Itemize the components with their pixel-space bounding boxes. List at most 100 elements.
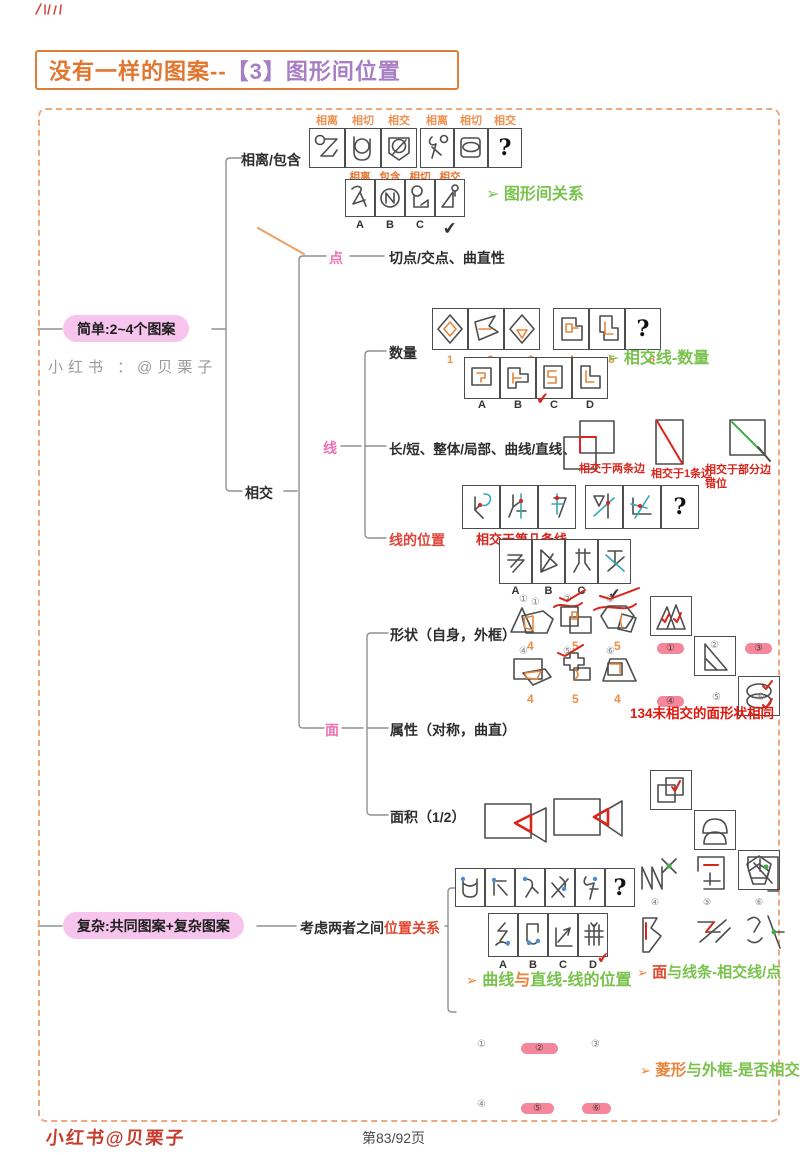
node-intersect: 相交 — [245, 485, 273, 501]
line-figure — [642, 917, 662, 953]
note-text: 直线-线的位置 — [530, 972, 632, 989]
note-text: 面 — [652, 964, 668, 981]
answer-letter: B — [386, 219, 394, 231]
figure-box — [499, 539, 532, 584]
option-box — [738, 676, 780, 716]
figure-glyph — [543, 365, 563, 389]
arrow-icon: ➢ — [637, 965, 648, 980]
note-one-edge: 相交于1条边 — [651, 468, 713, 480]
count-number: 5 — [614, 639, 621, 653]
note-partial-edge: 相交于部分边 — [705, 464, 771, 476]
figure-glyph — [506, 553, 525, 573]
figure-box — [455, 868, 485, 907]
figure-box — [548, 913, 578, 957]
arrow-icon: ➢ — [606, 350, 620, 367]
figure-glyph — [539, 548, 558, 573]
circled-number: ③ — [745, 643, 772, 654]
figure-glyph — [746, 855, 772, 885]
circled-number: ⑥ — [582, 1103, 611, 1114]
figure-glyph — [351, 185, 367, 207]
figure-box — [515, 868, 545, 907]
arrow-icon: ➢ — [466, 972, 478, 988]
figure-box — [435, 179, 465, 217]
figure-box — [468, 308, 504, 350]
figure-glyph — [460, 876, 478, 898]
note-text: 相交线-数量 — [623, 350, 710, 367]
figure-glyph — [474, 493, 492, 519]
circled-number-highlight: ② — [521, 1038, 558, 1056]
figure-box — [545, 868, 575, 907]
note-text: 与线条-相交线/点 — [667, 964, 782, 981]
label: 相交 — [388, 115, 410, 127]
circled-number: ⑤ — [563, 646, 572, 657]
line-figure — [697, 856, 725, 890]
figure-number: 1 — [446, 354, 454, 366]
figure-box: ? — [605, 868, 635, 907]
figure-glyph — [428, 134, 449, 159]
answer-letter: C — [550, 399, 558, 411]
circled-number-highlight: ③ — [745, 638, 772, 656]
watermark-text: 小红书 ：@贝栗子 — [48, 359, 218, 376]
figure-box — [464, 357, 500, 399]
example-row: ? — [420, 128, 522, 168]
node-face-shape: 形状（自身，外框） — [390, 627, 516, 643]
figure-box — [485, 868, 515, 907]
example-row — [462, 485, 576, 529]
arrow-icon: ➢ — [486, 186, 500, 203]
title-purple: 【3】图形间位置 — [226, 59, 401, 84]
figure-box — [575, 868, 605, 907]
labels-top-group1: 相离 相切 相交 — [309, 112, 417, 128]
shape-pair — [513, 658, 552, 686]
figure-glyph — [507, 367, 529, 389]
circled-number: ② — [563, 594, 572, 605]
area-figure — [553, 798, 623, 837]
node-line-pos: 线的位置 — [389, 532, 445, 548]
figure-glyph — [555, 927, 573, 947]
figure-glyph — [580, 365, 601, 389]
shape-pair — [600, 605, 637, 633]
shape-pair — [560, 606, 592, 634]
footer-page-number: 第83/92页 — [362, 1130, 426, 1146]
note-two-edges: 相交于两条边 — [579, 463, 645, 475]
figure-box — [345, 128, 381, 168]
figure-glyph — [584, 922, 604, 946]
figure-box — [589, 308, 625, 350]
question-mark: ? — [498, 135, 512, 161]
circled-number-highlight: ④ — [657, 691, 684, 709]
circled-number: ④ — [519, 646, 528, 657]
content-frame — [38, 108, 780, 1122]
red-scribble — [553, 602, 583, 608]
node-face-attr: 属性（对称，曲直） — [390, 722, 516, 738]
figure-glyph — [380, 188, 400, 208]
note-misaligned: 错位 — [705, 478, 727, 490]
circled-number: ④ — [651, 897, 660, 907]
figure-box — [405, 179, 435, 217]
circled-number-highlight: ① — [657, 638, 684, 656]
check-mark: ✔ — [535, 390, 551, 409]
figure-glyph — [495, 922, 511, 946]
line-figure — [747, 915, 785, 949]
figure-glyph — [411, 185, 429, 208]
corner-mark-icon — [35, 3, 62, 15]
label: 相离 — [316, 115, 338, 127]
answer-letter: C — [416, 219, 424, 231]
figure-glyph — [599, 315, 619, 341]
circled-number: ⑤ — [712, 692, 721, 703]
answer-letter: D — [589, 959, 597, 971]
answer-letter: B — [544, 585, 553, 597]
node-simple: 简单:2~4个图案 — [63, 315, 190, 342]
circled-number: ② — [521, 1043, 558, 1054]
note-text: 图形间关系 — [503, 186, 584, 203]
count-number: 4 — [527, 639, 534, 653]
option-box — [650, 596, 692, 636]
area-figure — [484, 803, 547, 843]
circled-number-highlight: ⑥ — [582, 1098, 611, 1116]
figure-box — [488, 913, 518, 957]
option-box — [694, 636, 736, 676]
example-row: ? — [553, 308, 661, 350]
label: 相切 — [352, 115, 374, 127]
answer-letter: A — [499, 959, 507, 971]
node-consider: 考虑两者之间位置关系 — [300, 918, 440, 938]
circled-number: ① — [531, 597, 540, 608]
node-point-child: 切点/交点、曲直性 — [389, 250, 505, 266]
